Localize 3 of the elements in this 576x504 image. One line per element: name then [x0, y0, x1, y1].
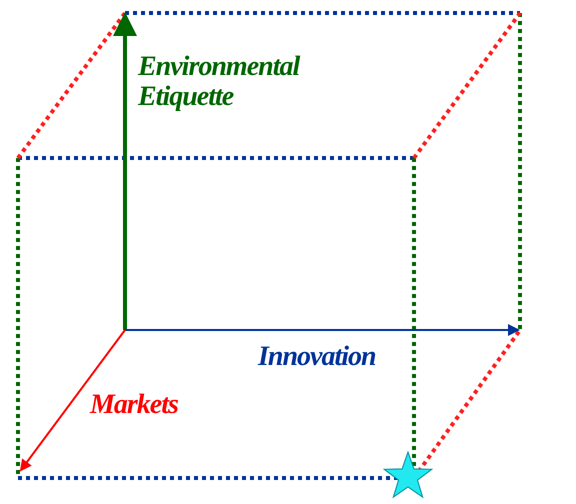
axis-label: Innovation	[258, 342, 377, 372]
axis-label: Environmental Etiquette	[138, 52, 301, 112]
axis-label: Markets	[90, 390, 179, 420]
